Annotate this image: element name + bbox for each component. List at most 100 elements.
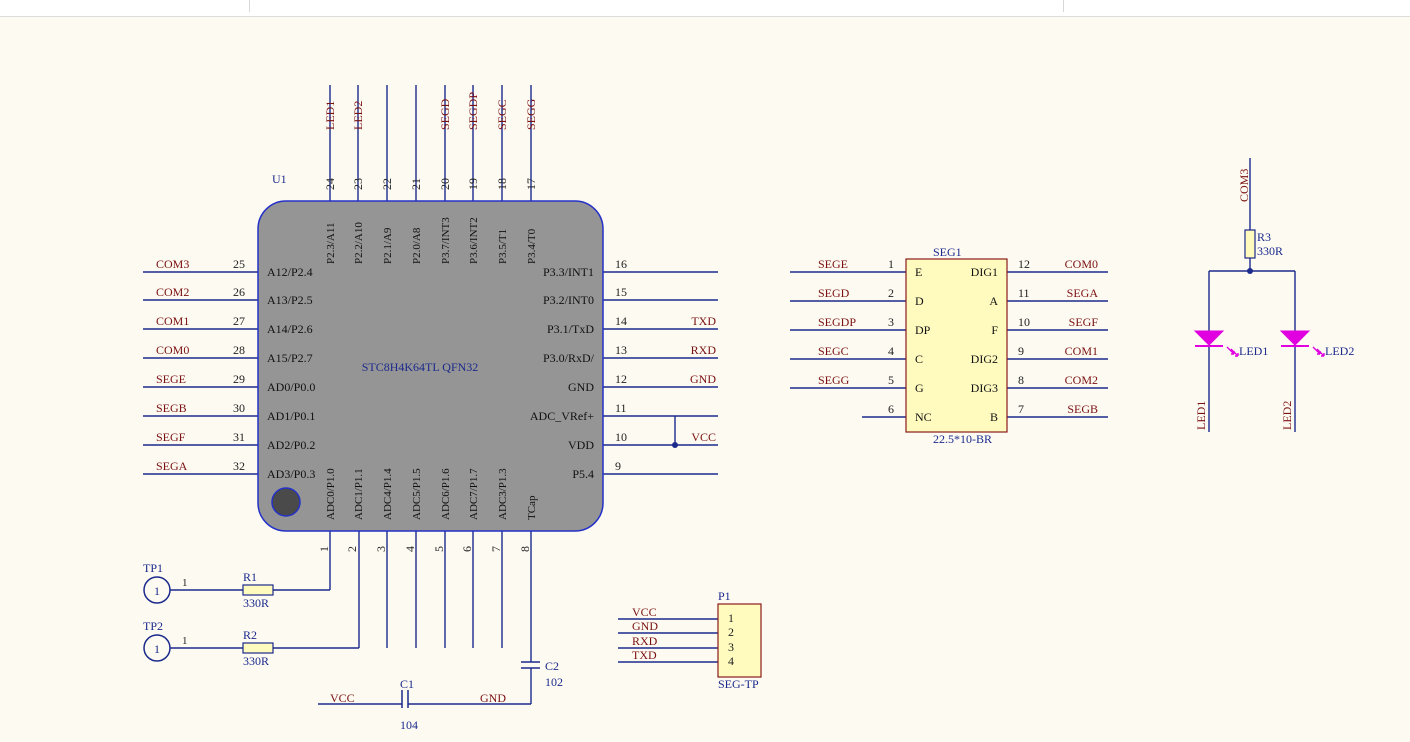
seg1-net-label: SEGA — [1067, 286, 1099, 300]
u1-pin-number: 14 — [615, 314, 627, 328]
r1-resistor[interactable] — [242, 584, 274, 596]
u1-pin-number: 26 — [233, 285, 245, 299]
seg1-pin-name: G — [915, 381, 924, 395]
p1-net-label: VCC — [632, 605, 657, 619]
seg1-pin-name: E — [915, 265, 922, 279]
u1-net-label: GND — [690, 372, 716, 386]
p1-pin-number: 2 — [728, 625, 734, 639]
u1-pin-name: GND — [568, 380, 594, 394]
p1-body[interactable] — [717, 603, 762, 678]
u1-net-label: SEGA — [156, 459, 188, 473]
r3-value: 330R — [1257, 244, 1283, 258]
u1-pin-number: 24 — [323, 178, 337, 190]
c1-net-vcc: VCC — [330, 691, 355, 705]
c1-net-gnd: GND — [480, 691, 506, 705]
seg1-display[interactable]: SEG1 22.5*10-BR — [905, 245, 1008, 446]
u1-net-label: COM3 — [156, 257, 189, 271]
u1-pin-number: 9 — [615, 459, 621, 473]
u1-pin-number: 12 — [615, 372, 627, 386]
c1-value: 104 — [400, 718, 418, 732]
p1-net-label: RXD — [632, 634, 658, 648]
u1-pin-name: ADC1/P1.1 — [353, 468, 365, 520]
u1-pin-name: P3.6/INT2 — [468, 217, 480, 264]
led1-net-label: LED1 — [1194, 401, 1208, 430]
u1-body[interactable] — [257, 200, 604, 532]
u1-net-label: TXD — [691, 314, 716, 328]
u1-net-label: COM1 — [156, 314, 189, 328]
u1-pin-name: TCap — [526, 495, 538, 520]
u1-designator: U1 — [272, 172, 287, 186]
u1-pin-name: A14/P2.6 — [267, 322, 313, 336]
u1-pin-name: P2.1/A9 — [382, 227, 394, 264]
r3-resistor[interactable] — [1244, 229, 1256, 259]
u1-pin-number: 1 — [317, 546, 331, 552]
u1-pin-number: 25 — [233, 257, 245, 271]
seg1-pin-name: C — [915, 352, 923, 366]
led2-net-label: LED2 — [1280, 401, 1294, 430]
u1-pin-number: 22 — [380, 178, 394, 190]
u1-net-label: COM2 — [156, 285, 189, 299]
r1-designator: R1 — [243, 570, 257, 584]
u1-chip[interactable]: U1 STC8H4K64TL QFN32 — [257, 172, 604, 532]
u1-pin-number: 28 — [233, 343, 245, 357]
seg1-pin-name: NC — [915, 410, 932, 424]
seg1-pin-number: 4 — [888, 344, 894, 358]
toolbar-separator — [249, 0, 250, 12]
wires-layer — [143, 85, 1296, 705]
seg1-pin-number: 9 — [1018, 344, 1024, 358]
p1-pin-number: 3 — [728, 640, 734, 654]
p1-designator: P1 — [718, 589, 731, 603]
u1-net-label: SEGC — [495, 99, 509, 130]
seg1-pin-number: 11 — [1018, 286, 1030, 300]
seg1-designator: SEG1 — [933, 245, 962, 259]
pin1-marker-icon — [271, 487, 301, 517]
led1-diode-icon[interactable] — [1193, 330, 1239, 357]
seg1-footprint: 22.5*10-BR — [933, 432, 992, 446]
u1-pin-number: 20 — [438, 178, 452, 190]
u1-pin-number: 18 — [495, 178, 509, 190]
tp2-pin-number: 1 — [182, 635, 188, 647]
passives-layer: 1 TP1 1 1 TP2 1 R1 330R R2 330R C1 104 V… — [143, 442, 678, 732]
p1-header[interactable]: P1 SEG-TP — [717, 589, 762, 691]
p1-footprint: SEG-TP — [718, 677, 759, 691]
u1-pin-name: A15/P2.7 — [267, 351, 313, 365]
u1-pin-number: 29 — [233, 372, 245, 386]
c1-designator: C1 — [400, 677, 414, 691]
seg1-body[interactable] — [905, 258, 1008, 433]
r2-resistor[interactable] — [242, 642, 274, 654]
tp1-pin-number: 1 — [182, 577, 188, 589]
u1-net-label: LED2 — [351, 101, 365, 130]
u1-pin-name: ADC3/P1.3 — [497, 468, 509, 520]
seg1-pin-number: 6 — [888, 402, 894, 416]
u1-pin-name: P3.0/RxD/ — [543, 351, 595, 365]
seg1-pin-name: DP — [915, 323, 931, 337]
u1-pin-number: 16 — [615, 257, 627, 271]
tp1-number: 1 — [154, 584, 160, 598]
tp2-number: 1 — [154, 642, 160, 656]
seg1-pin-number: 8 — [1018, 373, 1024, 387]
tp1-symbol[interactable] — [143, 576, 171, 604]
led1-designator: LED1 — [1239, 344, 1268, 358]
u1-pin-number: 27 — [233, 314, 245, 328]
seg1-net-label: COM2 — [1065, 373, 1098, 387]
led-circuit: COM3 R3 330R LED1 LED1 LED2 LED2 — [1193, 169, 1354, 430]
u1-pin-number: 6 — [460, 546, 474, 552]
u1-pin-name: P3.5/T1 — [497, 229, 509, 264]
seg1-pin-number: 10 — [1018, 315, 1030, 329]
u1-pin-name: AD0/P0.0 — [267, 380, 315, 394]
top-toolbar-strip — [0, 0, 1410, 17]
led2-designator: LED2 — [1325, 344, 1354, 358]
u1-pin-number: 8 — [518, 546, 532, 552]
p1-net-label: TXD — [632, 648, 657, 662]
u1-pin-name: P3.7/INT3 — [440, 217, 452, 264]
toolbar-separator — [1063, 0, 1064, 12]
u1-pin-name: P5.4 — [572, 467, 594, 481]
r1-value: 330R — [243, 596, 269, 610]
u1-net-label: SEGF — [156, 430, 186, 444]
tp2-symbol[interactable] — [143, 634, 171, 662]
led2-diode-icon[interactable] — [1279, 330, 1325, 357]
u1-pin-number: 31 — [233, 430, 245, 444]
seg1-pin-name: A — [989, 294, 998, 308]
